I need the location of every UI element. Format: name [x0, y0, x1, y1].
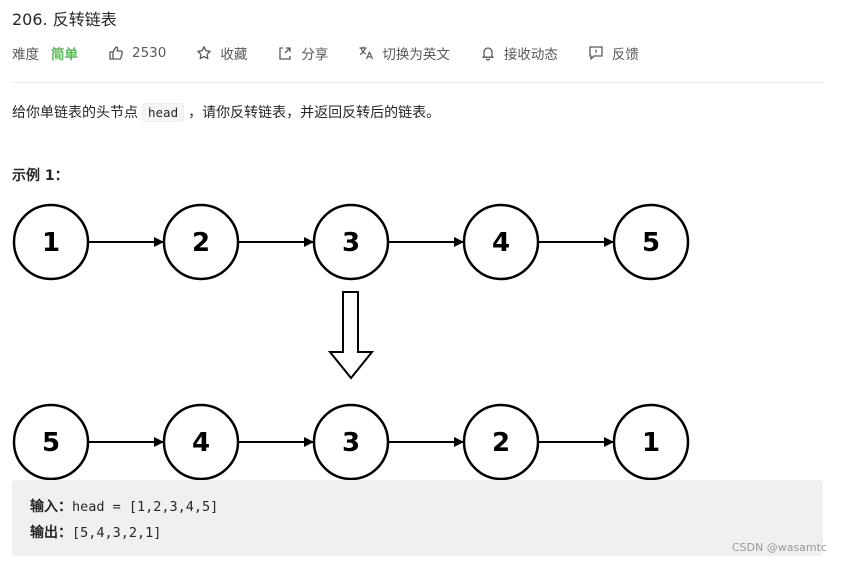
- input-value: head = [1,2,3,4,5]: [72, 499, 219, 515]
- share-icon: [279, 47, 292, 60]
- watermark: CSDN @wasamtc: [731, 541, 827, 554]
- difficulty-badge: 简单: [51, 47, 78, 63]
- problem-title: 206. 反转链表: [12, 10, 117, 29]
- node-value: 2: [192, 228, 210, 258]
- header-divider: [12, 82, 823, 83]
- like-button[interactable]: 2530: [108, 45, 166, 61]
- feedback-label: 反馈: [611, 47, 639, 63]
- node-value: 1: [42, 228, 60, 258]
- list-node: [612, 403, 690, 480]
- example-code-block: 输入：head = [1,2,3,4,5] 输出：[5,4,3,2,1]: [12, 480, 823, 556]
- linked-list-diagram: 1 2 3 4 5 5 4 3 2 1: [12, 203, 690, 480]
- node-value: 5: [42, 428, 60, 458]
- node-value: 1: [642, 428, 660, 458]
- input-label: 输入：: [30, 499, 72, 515]
- list-node: [612, 203, 690, 281]
- translate-icon: [359, 46, 374, 60]
- follow-button[interactable]: 接收动态: [480, 43, 558, 63]
- follow-label: 接收动态: [503, 47, 558, 63]
- star-icon: [197, 46, 212, 60]
- description-text-end: ，请你反转链表，并返回反转后的链表。: [188, 105, 441, 121]
- bell-icon: [482, 47, 494, 61]
- reverse-down-arrow: [327, 291, 375, 380]
- bottom-list: 5 4 3 2 1: [12, 403, 690, 480]
- feedback-icon: [589, 46, 603, 60]
- share-label: 分享: [301, 47, 329, 63]
- inline-code-head: head: [142, 103, 185, 122]
- favorite-label: 收藏: [220, 47, 248, 63]
- example-output-line: 输出：[5,4,3,2,1]: [30, 522, 161, 542]
- node-value: 4: [192, 428, 210, 458]
- switch-language-button[interactable]: 切换为英文: [358, 43, 450, 63]
- thumbs-up-icon: [109, 46, 123, 60]
- top-list: 1 2 3 4 5: [12, 203, 690, 281]
- favorite-button[interactable]: 收藏: [196, 43, 247, 63]
- like-count: 2530: [132, 45, 167, 61]
- example-title: 示例 1：: [12, 168, 69, 184]
- difficulty-label: 难度: [12, 47, 39, 63]
- switch-language-label: 切换为英文: [382, 47, 450, 63]
- node-value: 4: [492, 228, 510, 258]
- node-value: 3: [342, 228, 360, 258]
- example-input-line: 输入：head = [1,2,3,4,5]: [30, 496, 218, 516]
- description-text-start: 给你单链表的头节点: [12, 105, 138, 121]
- node-value: 2: [492, 428, 510, 458]
- output-label: 输出：: [30, 525, 72, 541]
- share-button[interactable]: 分享: [277, 43, 328, 63]
- node-value: 3: [342, 428, 360, 458]
- node-value: 5: [642, 228, 660, 258]
- problem-meta-bar: 难度 简单 2530 收藏 分享 切换为英文 接收动态 反馈: [12, 42, 669, 64]
- output-value: [5,4,3,2,1]: [72, 525, 162, 541]
- feedback-button[interactable]: 反馈: [588, 43, 639, 63]
